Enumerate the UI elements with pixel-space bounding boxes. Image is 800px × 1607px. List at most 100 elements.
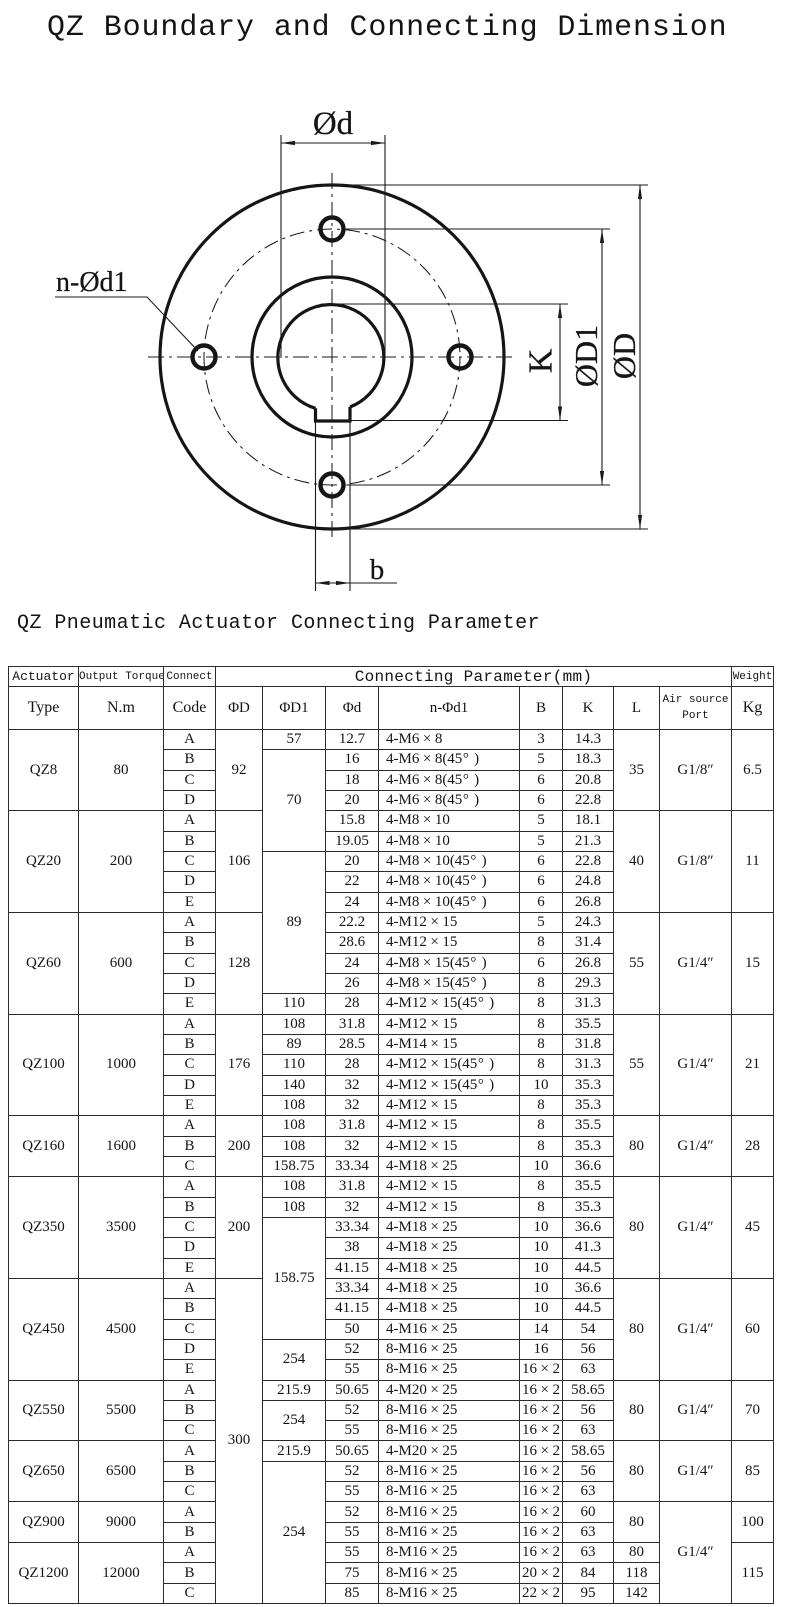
cell-air: G1/4″ — [658, 1501, 733, 1605]
cell-phid: 55 — [325, 1481, 379, 1503]
cell-b: 14 — [519, 1318, 563, 1340]
cell-phid: 22 — [325, 871, 379, 893]
cell-n: 4-M12×15 — [378, 932, 520, 954]
cell-k: 24.3 — [562, 911, 614, 934]
cell-phiD1: 89 — [262, 850, 326, 995]
cell-code: C — [163, 1481, 216, 1503]
cell-torque: 9000 — [78, 1501, 164, 1544]
cell-n: 4-M20×25 — [378, 1440, 520, 1462]
cell-n: 4-M8×10(45° ) — [378, 891, 520, 913]
cell-phid: 32 — [325, 1074, 379, 1096]
cell-k: 56 — [562, 1460, 614, 1483]
cell-n: 4-M18×25 — [378, 1277, 520, 1300]
cell-type: QZ550 — [8, 1379, 79, 1442]
cell-kg: 6.5 — [731, 728, 775, 812]
cell-b: 8 — [519, 1115, 563, 1137]
dim-b-arrow-left — [315, 580, 330, 586]
cell-b: 8 — [519, 1054, 563, 1076]
cell-b: 10 — [519, 1277, 563, 1300]
cell-b: 6 — [519, 789, 563, 812]
cell-code: B — [163, 1562, 216, 1584]
cell-phiD1: 108 — [262, 1013, 326, 1035]
cell-phid: 28.5 — [325, 1033, 379, 1056]
table-header-row-columns: Type N.m Code ΦD ΦD1 Φd n-Φd1 B K L Air … — [8, 686, 775, 730]
cell-kg: 70 — [731, 1379, 775, 1442]
cell-code: B — [163, 932, 216, 954]
cell-type: QZ1200 — [8, 1542, 79, 1605]
cell-l: 80 — [613, 1440, 660, 1503]
cell-code: D — [163, 1338, 216, 1361]
cell-k: 84 — [562, 1562, 614, 1584]
cell-k: 58.65 — [562, 1379, 614, 1401]
cell-code: E — [163, 993, 216, 1015]
dim-d1-label: ØD1 — [568, 325, 604, 387]
cell-b: 6 — [519, 891, 563, 913]
cell-torque: 5500 — [78, 1379, 164, 1442]
cell-torque: 3500 — [78, 1176, 164, 1279]
cell-code: C — [163, 1420, 216, 1442]
cell-n: 8-M16×25 — [378, 1359, 520, 1381]
header-k: K — [562, 686, 614, 730]
cell-code: A — [163, 1501, 216, 1523]
cell-phiD1: 108 — [262, 1094, 326, 1117]
dim-d1-arrow-top — [599, 229, 605, 243]
cell-k: 95 — [562, 1582, 614, 1605]
cell-k: 54 — [562, 1318, 614, 1340]
cell-n: 8-M16×25 — [378, 1481, 520, 1503]
cell-phid: 33.34 — [325, 1155, 379, 1178]
cell-code: A — [163, 1379, 216, 1401]
cell-code: E — [163, 891, 216, 913]
cell-n: 4-M6×8(45° ) — [378, 749, 520, 771]
cell-code: B — [163, 1033, 216, 1056]
cell-code: E — [163, 1094, 216, 1117]
parameter-table: Actuator Output Torque Connect Connectin… — [8, 666, 775, 1605]
header-kg: Kg — [731, 686, 775, 730]
cell-k: 18.3 — [562, 749, 614, 771]
cell-b: 16×2 — [519, 1481, 563, 1503]
cell-phid: 28.6 — [325, 932, 379, 954]
cell-air: G1/4″ — [658, 911, 733, 1015]
cell-phid: 18 — [325, 769, 379, 791]
cell-b: 16×2 — [519, 1379, 563, 1401]
cell-phiD1: 108 — [262, 1135, 326, 1157]
page-title: QZ Boundary and Connecting Dimension — [47, 11, 728, 45]
cell-code: C — [163, 1054, 216, 1076]
cell-phid: 20 — [325, 789, 379, 812]
cell-phid: 31.8 — [325, 1013, 379, 1035]
cell-code: A — [163, 810, 216, 832]
cell-air: G1/4″ — [658, 1013, 733, 1117]
cell-phiD1: 108 — [262, 1196, 326, 1218]
cell-k: 36.6 — [562, 1216, 614, 1239]
cell-phid: 22.2 — [325, 911, 379, 934]
dim-d-label: Ød — [313, 106, 354, 142]
cell-n: 4-M8×10(45° ) — [378, 871, 520, 893]
cell-code: A — [163, 1176, 216, 1198]
cell-phid: 16 — [325, 749, 379, 771]
cell-k: 31.3 — [562, 1054, 614, 1076]
cell-code: B — [163, 830, 216, 852]
cell-b: 6 — [519, 769, 563, 791]
cell-phid: 52 — [325, 1399, 379, 1422]
cell-phiD1: 215.9 — [262, 1379, 326, 1401]
cell-k: 44.5 — [562, 1257, 614, 1279]
cell-n: 8-M16×25 — [378, 1562, 520, 1584]
cell-k: 35.3 — [562, 1135, 614, 1157]
dim-d-arrow-right — [371, 140, 385, 146]
cell-n: 8-M16×25 — [378, 1338, 520, 1361]
cell-n: 4-M12×15 — [378, 1176, 520, 1198]
cell-b: 3 — [519, 728, 563, 751]
cell-b: 5 — [519, 911, 563, 934]
cell-phid: 38 — [325, 1237, 379, 1259]
cell-type: QZ60 — [8, 911, 79, 1015]
cell-phid: 20 — [325, 850, 379, 873]
